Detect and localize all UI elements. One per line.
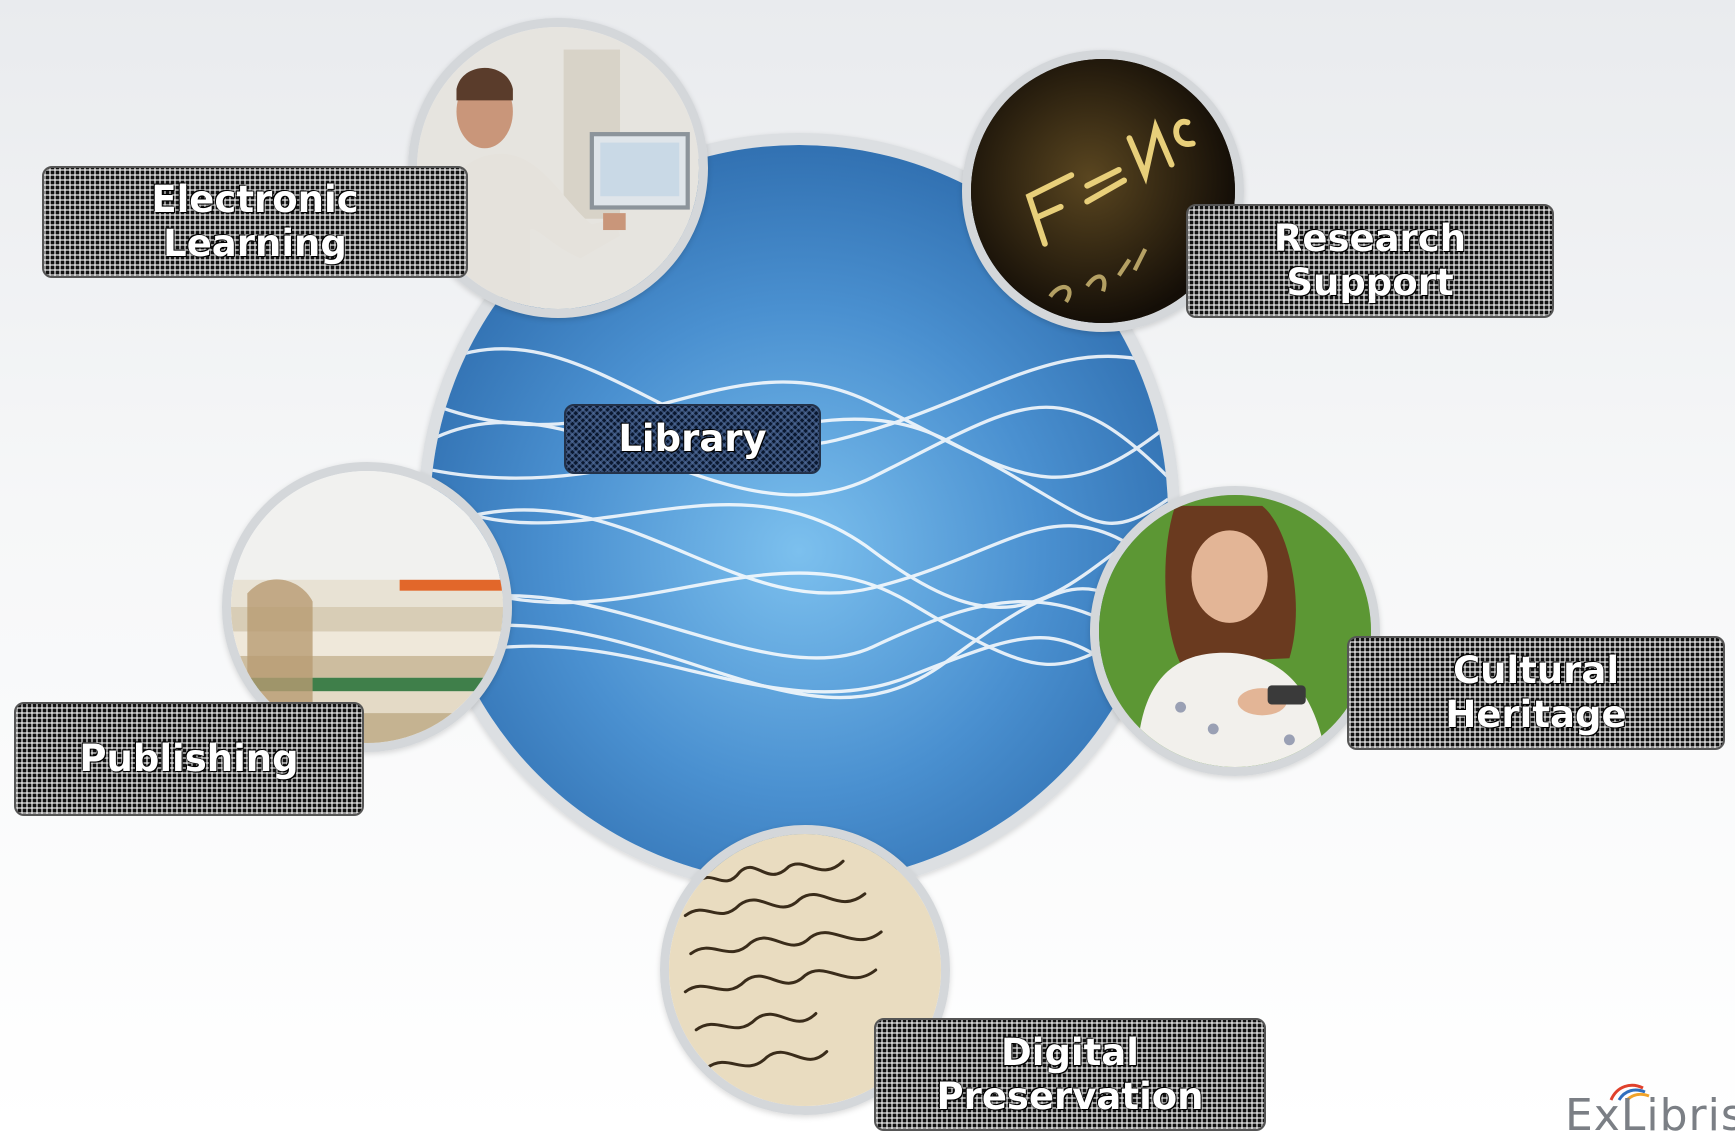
segment-label-line: Electronic bbox=[151, 178, 359, 221]
publishing-photo bbox=[222, 462, 512, 752]
logo-arc-icon bbox=[1609, 1083, 1650, 1102]
segment-label-cultural-heritage: Cultural Heritage bbox=[1347, 636, 1725, 750]
segment-label-electronic-learning: Electronic Learning bbox=[42, 166, 468, 278]
segment-label-line: Digital bbox=[1001, 1030, 1139, 1074]
center-label-text: Library bbox=[618, 417, 767, 460]
exlibris-logo: ExLibris bbox=[1565, 1080, 1735, 1131]
segment-label-research-support: Research Support bbox=[1186, 204, 1554, 318]
segment-label-line: Research bbox=[1273, 217, 1467, 260]
segment-label-line: Publishing bbox=[79, 737, 299, 780]
logo-text: ExLibris bbox=[1565, 1090, 1735, 1131]
center-label-library: Library bbox=[564, 404, 821, 474]
segment-label-line: Preservation bbox=[936, 1074, 1204, 1118]
segment-label-line: Learning bbox=[163, 222, 347, 265]
segment-label-line: Cultural bbox=[1452, 649, 1620, 692]
cultural-heritage-photo bbox=[1090, 486, 1380, 776]
segment-label-digital-preservation: Digital Preservation bbox=[874, 1018, 1266, 1131]
segment-label-line: Heritage bbox=[1445, 693, 1627, 736]
segment-label-publishing: Publishing bbox=[14, 702, 364, 816]
segment-label-line: Support bbox=[1286, 261, 1454, 304]
